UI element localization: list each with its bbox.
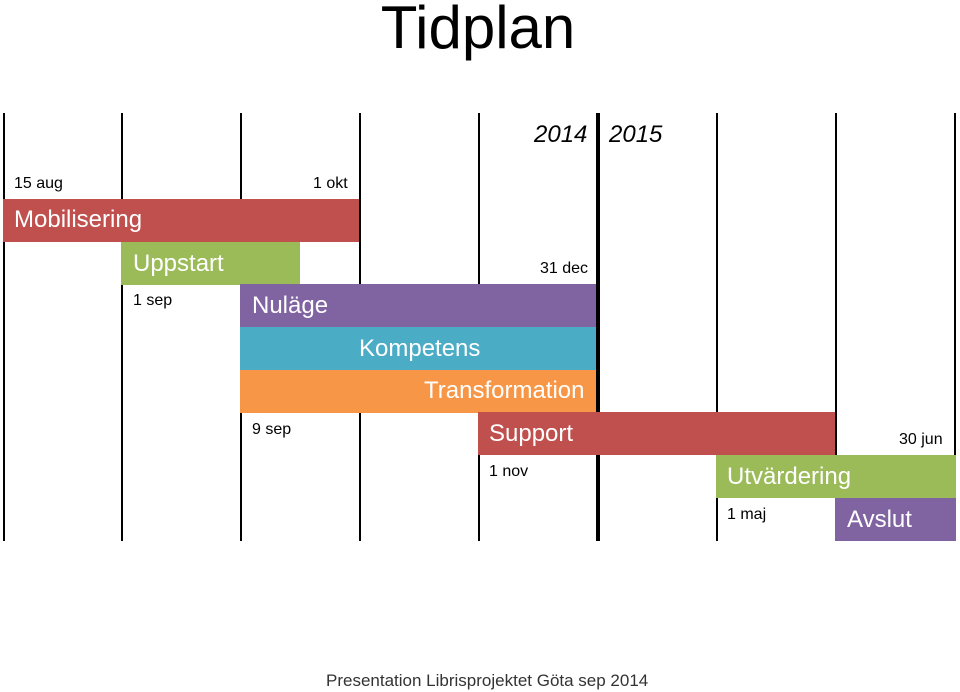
year-label-2014: 2014 xyxy=(534,121,588,148)
date-label-utvardering-start: 1 maj xyxy=(727,506,767,523)
phase-label-uppstart: Uppstart xyxy=(133,250,224,277)
footer-text: Presentation Librisprojektet Göta sep 20… xyxy=(326,671,649,690)
grid-line xyxy=(716,113,718,541)
phase-bar-support xyxy=(478,412,835,455)
date-label-project-end: 30 jun xyxy=(899,431,943,448)
phase-label-kompetens: Kompetens xyxy=(359,335,481,362)
date-label-transformation-start: 9 sep xyxy=(252,421,292,438)
grid-line xyxy=(121,113,123,541)
phase-bar-avslut xyxy=(835,498,956,541)
page-title: Tidplan xyxy=(380,0,576,61)
date-label-mobilisering-start: 15 aug xyxy=(14,175,63,192)
grid-line xyxy=(835,113,837,541)
phase-label-transformation: Transformation xyxy=(424,377,585,404)
year-label-2015: 2015 xyxy=(609,121,663,148)
phase-bar-kompetens xyxy=(240,327,596,370)
grid-line xyxy=(3,113,5,541)
phase-label-utvardering: Utvärdering xyxy=(727,463,852,490)
date-label-support-start: 1 nov xyxy=(489,463,529,480)
phase-bar-utvardering xyxy=(716,455,956,498)
date-label-uppstart-start: 1 sep xyxy=(133,292,173,309)
phase-label-avslut: Avslut xyxy=(847,506,912,533)
phase-bar-nulage xyxy=(240,284,596,327)
grid-line xyxy=(954,113,956,541)
phase-bar-transformation xyxy=(240,370,596,413)
year-divider-line xyxy=(596,113,600,541)
phase-label-nulage: Nuläge xyxy=(252,292,329,319)
date-label-mobilisering-end: 1 okt xyxy=(313,175,348,192)
date-label-nulage-end: 31 dec xyxy=(540,260,589,277)
phase-label-support: Support xyxy=(489,420,574,447)
phase-bar-uppstart xyxy=(121,242,300,285)
phase-label-mobilisering: Mobilisering xyxy=(14,206,143,233)
phase-bar-mobilisering xyxy=(3,199,359,242)
